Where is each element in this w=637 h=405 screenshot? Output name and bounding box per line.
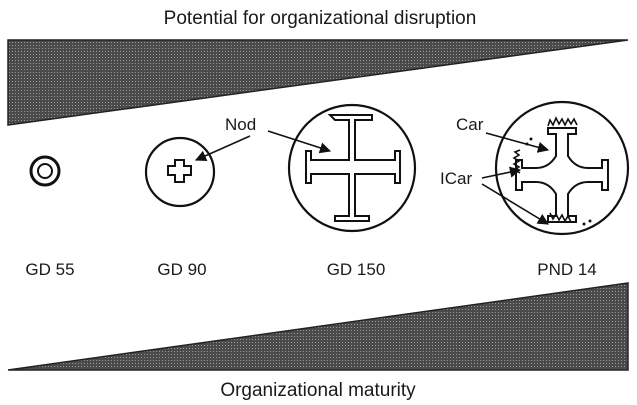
icar-label: ICar	[440, 169, 472, 188]
stage-gd55-icon	[29, 155, 61, 187]
icar-arrow-lower	[481, 183, 549, 225]
car-label: Car	[456, 115, 484, 134]
nod-arrow-to-gd90	[194, 135, 251, 162]
disruption-wedge	[7, 39, 629, 126]
stage-gd90-icon	[144, 136, 216, 208]
nod-arrow-to-gd150	[267, 130, 332, 154]
stage-label-gd150: GD 150	[327, 260, 386, 279]
maturity-wedge	[7, 282, 629, 371]
car-arrow	[485, 132, 550, 153]
stage-label-gd55: GD 55	[25, 260, 74, 279]
stage-label-pnd14: PND 14	[537, 260, 597, 279]
stage-pnd14-icon	[494, 100, 630, 236]
stage-label-gd90: GD 90	[157, 260, 206, 279]
maturity-axis-label: Organizational maturity	[220, 380, 416, 401]
stage-gd150-icon	[287, 103, 417, 233]
disruption-axis-label: Potential for organizational disruption	[164, 8, 477, 29]
icar-arrow-upper	[481, 166, 522, 179]
nod-label: Nod	[225, 115, 256, 134]
